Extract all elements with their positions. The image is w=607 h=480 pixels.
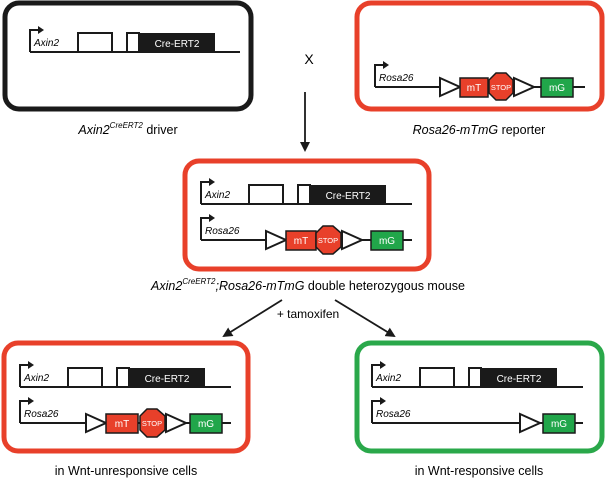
reporter-box xyxy=(354,0,605,112)
stop-sign-icon xyxy=(139,408,166,438)
loxp-triangle-icon xyxy=(513,76,537,98)
promoter-arrow-icon xyxy=(371,400,382,423)
axin2-label: Axin2 xyxy=(33,38,59,49)
stop-label: STOP xyxy=(318,236,338,245)
unresponsive-caption: in Wnt-unresponsive cells xyxy=(55,464,197,478)
stop-label: STOP xyxy=(142,419,162,428)
rosa26-label: Rosa26 xyxy=(379,73,414,84)
loxp-triangle-icon xyxy=(85,412,109,434)
unresponsive-box xyxy=(1,340,251,454)
rosa26-label: Rosa26 xyxy=(205,226,240,237)
exon-box xyxy=(468,367,482,388)
mg-box xyxy=(189,413,223,434)
driver-panel: Axin2 Cre-ERT2 xyxy=(2,0,254,112)
exon-box xyxy=(248,184,284,205)
cross-symbol: X xyxy=(304,51,314,67)
promoter-arrow-icon xyxy=(29,29,40,52)
exon-box xyxy=(67,367,103,388)
arrow-to-unresponsive xyxy=(222,299,283,338)
exon-box xyxy=(116,367,130,388)
arrow-to-responsive xyxy=(334,299,396,338)
exon-box xyxy=(419,367,455,388)
rosa26-label: Rosa26 xyxy=(376,409,411,420)
mt-box xyxy=(105,413,139,434)
cre-ert2-label: Cre-ERT2 xyxy=(145,374,190,385)
cre-ert2-label: Cre-ERT2 xyxy=(155,39,200,50)
cre-ert2-label: Cre-ERT2 xyxy=(497,374,542,385)
promoter-arrow-icon xyxy=(19,364,30,387)
promoter-arrow-icon xyxy=(200,181,211,204)
promoter-arrow-icon xyxy=(19,400,30,423)
double-het-box xyxy=(182,158,432,272)
axin2-label: Axin2 xyxy=(375,373,401,384)
loxp-triangle-icon xyxy=(519,412,543,434)
cre-ert2-box xyxy=(481,368,557,387)
mg-box xyxy=(370,230,404,251)
mg-label: mG xyxy=(551,419,567,430)
mt-label: mT xyxy=(294,236,308,247)
rosa26-label: Rosa26 xyxy=(24,409,59,420)
promoter-arrow-icon xyxy=(200,217,211,240)
loxp-triangle-icon xyxy=(439,76,463,98)
mg-box xyxy=(540,77,574,98)
cre-ert2-box xyxy=(129,368,205,387)
mg-label: mG xyxy=(198,419,214,430)
reporter-caption: Rosa26-mTmG reporter xyxy=(413,123,546,137)
unresponsive-panel: Axin2 Cre-ERT2 Rosa26 mT STOP mG xyxy=(1,340,251,454)
stop-label: STOP xyxy=(491,83,511,92)
driver-caption: Axin2CreERT2 driver xyxy=(77,121,177,137)
cre-ert2-box xyxy=(310,185,386,204)
double-het-caption: Axin2CreERT2;Rosa26-mTmG double heterozy… xyxy=(150,277,465,293)
promoter-arrow-icon xyxy=(374,64,385,87)
mt-box xyxy=(459,77,489,98)
loxp-triangle-icon xyxy=(341,229,365,251)
treatment-label: + tamoxifen xyxy=(277,307,339,321)
stop-sign-icon xyxy=(488,72,514,101)
responsive-caption: in Wnt-responsive cells xyxy=(415,464,544,478)
responsive-panel: Axin2 Cre-ERT2 Rosa26 mG xyxy=(354,340,605,454)
mg-label: mG xyxy=(549,83,565,94)
driver-box xyxy=(2,0,254,112)
stop-sign-icon xyxy=(315,225,342,255)
loxp-triangle-icon xyxy=(265,229,289,251)
mg-box xyxy=(542,413,576,434)
exon-box xyxy=(126,32,140,53)
mt-label: mT xyxy=(467,83,481,94)
loxp-triangle-icon xyxy=(165,412,189,434)
axin2-label: Axin2 xyxy=(23,373,49,384)
mg-label: mG xyxy=(379,236,395,247)
cre-ert2-box xyxy=(139,33,215,52)
double-het-panel: Axin2 Cre-ERT2 Rosa26 mT STOP mG xyxy=(182,158,432,272)
axin2-label: Axin2 xyxy=(204,190,230,201)
responsive-box xyxy=(354,340,605,454)
exon-box xyxy=(77,32,113,53)
cre-ert2-label: Cre-ERT2 xyxy=(326,191,371,202)
reporter-panel: Rosa26 mT STOP mG xyxy=(354,0,605,112)
mt-label: mT xyxy=(115,419,129,430)
promoter-arrow-icon xyxy=(371,364,382,387)
exon-box xyxy=(297,184,311,205)
